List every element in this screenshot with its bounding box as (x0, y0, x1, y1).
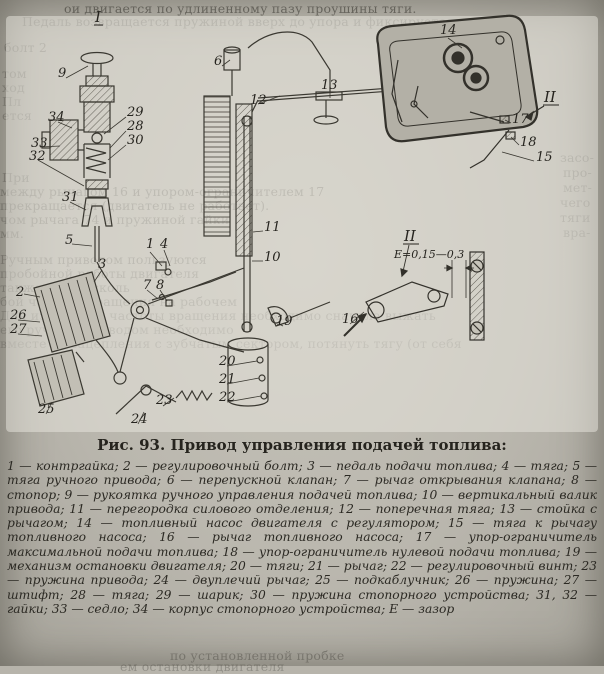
figure-callout: 6 (214, 54, 222, 69)
pedal-drawing (27, 271, 127, 407)
callout-leader (146, 289, 159, 300)
figure-callout: I (94, 8, 102, 26)
bleed-text-fragment: по установленной пробке (170, 648, 345, 663)
callout-leader (162, 397, 175, 407)
figure-callout: 7 (143, 278, 152, 293)
figure-callout: 31 (62, 190, 79, 205)
callout-leader (149, 251, 163, 267)
partition-and-shaft-drawing (203, 46, 259, 333)
figure-callout: 28 (126, 119, 144, 134)
callout-leader-lines (17, 37, 535, 425)
callout-leader (23, 293, 41, 298)
figure-callout: 10 (264, 250, 281, 265)
callout-leader (57, 121, 73, 129)
callout-leader (501, 151, 535, 162)
figure-callout: 21 (218, 372, 236, 387)
callout-leader (65, 65, 89, 79)
figure-callout: 2 (15, 285, 24, 300)
figure-callout: 18 (520, 135, 537, 150)
figure-callout: 20 (218, 354, 236, 369)
figure-callout: 30 (127, 133, 144, 148)
callout-leader (107, 144, 127, 161)
detail-i-drawing (41, 51, 115, 262)
figure-callout: 27 (9, 322, 27, 337)
figure-callout: 11 (264, 220, 281, 235)
figure-legend: 1 — контргайка; 2 — регулировочный болт;… (7, 459, 597, 616)
figure-callout: 1 (146, 237, 154, 252)
figure-callout: 8 (156, 278, 164, 293)
callout-leader (103, 116, 127, 135)
callout-leader (278, 323, 284, 327)
figure-callout: 34 (48, 110, 65, 125)
figure-caption: Рис. 93. Привод управления подачей топли… (97, 436, 507, 454)
callout-leader (349, 311, 365, 325)
callout-leader (45, 401, 53, 415)
figure-callout: 5 (65, 233, 73, 248)
callout-leader (163, 249, 171, 267)
figure-callout: 23 (155, 393, 173, 408)
callout-leader (39, 145, 61, 148)
callout-leader (17, 333, 43, 337)
callout-leader (226, 395, 262, 403)
callout-leader (71, 243, 93, 247)
figure-callout: 24 (130, 412, 148, 427)
figure-callout: 22 (218, 390, 236, 405)
figure-callout: Е=0,15—0,3 (393, 248, 464, 261)
callout-leader (37, 159, 85, 187)
callout-leader (226, 360, 258, 367)
callout-leader (69, 201, 87, 211)
figure-callout: 3 (98, 257, 106, 272)
figure-callout: 9 (58, 66, 66, 81)
callout-leader (257, 95, 281, 105)
bleed-text-fragment: ем остановки двигателя (120, 659, 285, 674)
center-linkage-drawing (96, 261, 331, 415)
figure-callout: 12 (250, 93, 267, 108)
figure-callout: 19 (276, 314, 293, 329)
callout-leader (159, 289, 168, 302)
figure-callout: 33 (31, 136, 48, 151)
figure-callout: 15 (536, 150, 553, 165)
callout-leader (221, 59, 231, 67)
detail-ii-drawing (343, 244, 485, 341)
figure-callout: 4 (159, 237, 168, 252)
figure-callout: 14 (440, 23, 457, 38)
figure-callout: II (543, 88, 557, 106)
figure-callout: 25 (37, 402, 55, 417)
bleed-text-fragment: ои двигается по удлиненному пазу проушин… (64, 1, 417, 16)
callout-leader (109, 130, 127, 149)
engine-drawing (376, 14, 545, 169)
callout-leader (447, 37, 463, 49)
callout-leader (510, 136, 520, 146)
figure-callout: 26 (9, 308, 27, 323)
figure-callout: 17 (512, 112, 529, 127)
figure-callout: 29 (126, 105, 144, 120)
callout-leader (17, 319, 41, 323)
figure-callout: II (403, 227, 417, 245)
figure-callout: 13 (321, 78, 338, 93)
callout-leader (93, 269, 103, 283)
callout-leader (252, 230, 264, 233)
figure-callout: 32 (29, 149, 46, 164)
figure-drawing: I93429283033323156121314II17181511101478… (9, 8, 559, 427)
callout-leader (226, 377, 260, 385)
callout-leader (504, 119, 512, 124)
callout-leader (137, 411, 145, 425)
figure-callout: 16 (342, 312, 359, 327)
